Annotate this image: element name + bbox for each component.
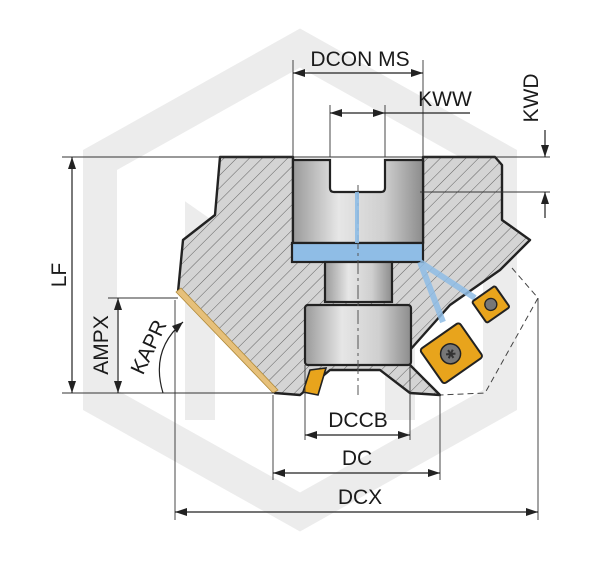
label-dcon: DCON MS — [310, 48, 409, 71]
label-dcx: DCX — [338, 486, 382, 509]
insert-edge — [175, 287, 279, 394]
label-ampx: AMPX — [90, 315, 113, 375]
label-lf: LF — [48, 263, 71, 288]
insert-secondary — [471, 285, 510, 324]
insert-outline-dashed — [439, 267, 539, 396]
label-kww: KWW — [418, 88, 472, 111]
coolant-channels-angled — [417, 259, 477, 324]
extension-lines — [62, 60, 550, 520]
arrowheads — [68, 69, 549, 516]
label-kapr: KAPR — [127, 316, 172, 378]
label-kwd: KWD — [520, 74, 543, 123]
label-dccb: DCCB — [328, 409, 388, 432]
insert-main: ✱ — [419, 322, 483, 385]
label-dc: DC — [342, 447, 372, 470]
